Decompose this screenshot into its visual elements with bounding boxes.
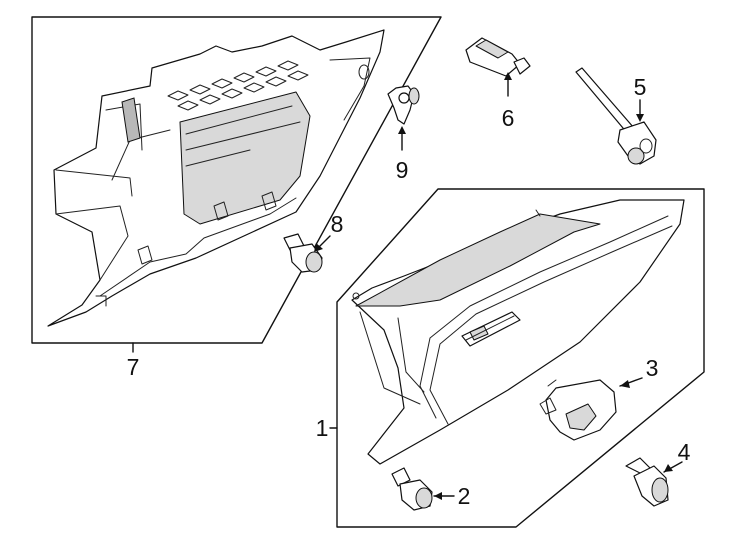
glove-box-assembly-icon — [351, 199, 685, 465]
group-1-outline — [336, 188, 705, 528]
bumper-stop-icon — [391, 467, 433, 511]
callout-9: 9 — [396, 157, 409, 183]
lamp-switch-icon — [465, 37, 531, 77]
callout-1: 1 — [316, 415, 329, 441]
callout-8: 8 — [331, 211, 344, 237]
callout-3: 3 — [646, 355, 659, 381]
clip-icon — [387, 85, 420, 125]
stopper-icon — [283, 233, 323, 273]
arrowheads — [314, 72, 673, 500]
callout-2: 2 — [458, 483, 471, 509]
group-7-outline — [31, 16, 442, 344]
callout-6: 6 — [502, 105, 515, 131]
callout-7: 7 — [127, 354, 140, 380]
damper-strap-icon — [575, 67, 657, 165]
glove-box-frame-icon — [47, 29, 385, 327]
callout-5: 5 — [634, 74, 647, 100]
callout-4: 4 — [678, 439, 691, 465]
bumper-stop-icon — [625, 457, 669, 507]
latch-handle-icon — [539, 379, 617, 441]
